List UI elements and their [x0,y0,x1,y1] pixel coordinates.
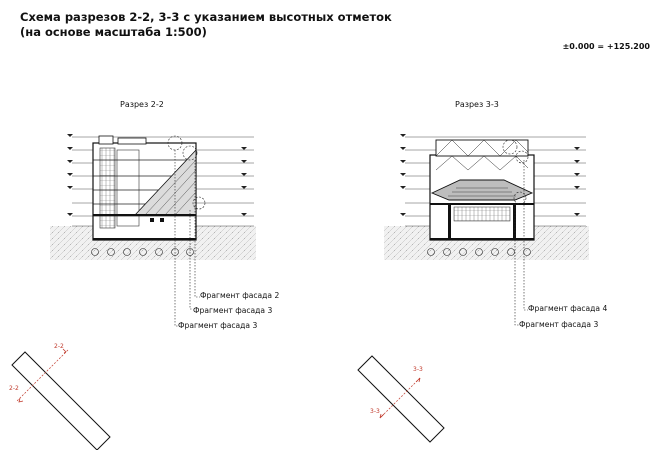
section-title-2-2: Разрез 2-2 [120,100,164,109]
leader-lines-3-3 [514,160,528,326]
section-2-2-drawing [50,134,256,327]
key-plan-3-3 [357,355,445,443]
title-line-1: Схема разрезов 2-2, 3-3 с указанием высо… [20,10,392,24]
elevation-markers-right-3-3 [574,147,580,216]
elevation-markers-right-2-2 [241,147,247,216]
key-plan-2-2 [11,348,111,450]
page-title: Схема разрезов 2-2, 3-3 с указанием высо… [20,10,392,40]
fragment-label: Фрагмент фасада 2 [200,291,280,300]
elevation-markers-left-3-3 [400,134,406,216]
key-plan-label: 2-2 [54,343,64,350]
grid-axes-2-2 [91,248,194,256]
fragment-label: Фрагмент фасада 3 [178,321,258,330]
elevation-markers-left-2-2 [67,134,73,216]
key-plan-label: 3-3 [370,408,380,415]
fragment-label: Фрагмент фасада 3 [193,306,273,315]
leader-lines-2-2 [174,150,200,327]
grid-axes-3-3 [427,248,531,256]
section-title-3-3: Разрез 3-3 [455,100,499,109]
section-3-3-drawing [384,134,589,326]
key-plan-label: 2-2 [9,385,19,392]
key-plan-label: 3-3 [413,366,423,373]
title-line-2: (на основе масштаба 1:500) [20,25,207,39]
fragment-label: Фрагмент фасада 3 [519,320,599,329]
elevation-note: ±0.000 = +125.200 [562,42,650,51]
fragment-label: Фрагмент фасада 4 [528,304,608,313]
